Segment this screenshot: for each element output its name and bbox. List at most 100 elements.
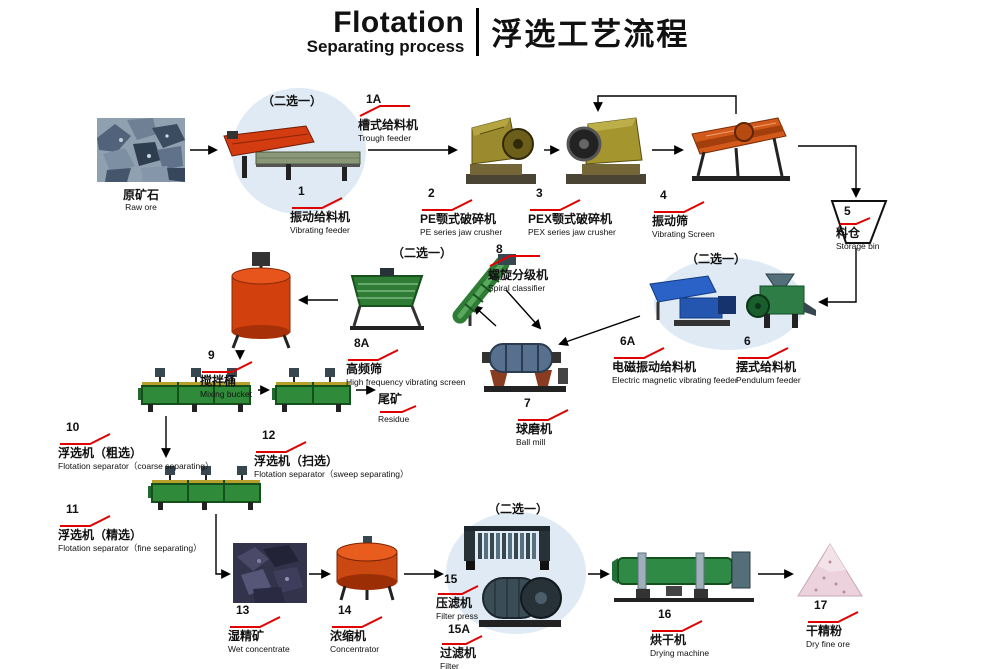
spiral-classifier-graphic <box>446 252 520 328</box>
filter-press-graphic <box>462 524 552 572</box>
label-raw-ore: 原矿石 Raw ore <box>97 188 185 213</box>
label-pe-jaw-crusher: 2 PE颚式破碎机 PE series jaw crusher <box>420 186 502 237</box>
node-number: 4 <box>660 188 667 202</box>
label-concentrator: 14 浓缩机 Concentrator <box>330 603 384 654</box>
leader-line <box>614 347 665 360</box>
node-number: 6 <box>744 334 751 348</box>
title-zh: 浮选工艺流程 <box>491 17 690 53</box>
dry-fine-ore-graphic <box>796 542 864 598</box>
node-name-zh: 搅拌桶 <box>200 374 237 389</box>
node-number: 6A <box>620 334 636 348</box>
node-name-zh: 浮选机（粗选） <box>58 446 143 461</box>
page-header: Flotation Separating process 浮选工艺流程 <box>0 6 996 57</box>
choice-label: （二选一） <box>686 252 747 266</box>
node-number: 10 <box>66 420 80 434</box>
node-name-en: Wet concentrate <box>228 643 290 654</box>
node-number: 7 <box>524 396 531 410</box>
node-name-en: Flotation separator（fine separating） <box>58 542 202 553</box>
high-freq-screen-graphic <box>342 264 432 332</box>
node-number: 8 <box>496 242 503 256</box>
leader-line <box>230 616 281 629</box>
node-name-zh: 浮选机（精选） <box>58 528 143 543</box>
node-name-zh: 料仓 <box>836 226 861 241</box>
node-name-zh: 过滤机 <box>440 646 477 661</box>
leader-line <box>438 585 479 596</box>
node-name-en: Vibrating feeder <box>290 224 350 235</box>
node-name-zh: PEX颚式破碎机 <box>528 212 613 227</box>
leader-line <box>738 347 789 360</box>
concentrator-graphic <box>333 536 401 602</box>
pendulum-feeder-graphic <box>744 272 816 332</box>
node-name-zh: 湿精矿 <box>228 629 265 644</box>
flotation-coarse-graphic <box>138 362 256 414</box>
node-name-en: Flotation separator（sweep separating） <box>254 468 409 479</box>
label-flotation-fine: 11 浮选机（精选） Flotation separator（fine sepa… <box>58 502 202 553</box>
node-name-zh: 高频筛 <box>346 362 383 377</box>
leader-line <box>60 515 111 528</box>
label-flotation-coarse: 10 浮选机（粗选） Flotation separator（coarse se… <box>58 420 213 471</box>
node-name-zh: 球磨机 <box>516 422 553 437</box>
storage-bin-graphic <box>826 198 890 246</box>
label-drying-machine: 16 烘干机 Drying machine <box>650 607 709 658</box>
drying-machine-graphic <box>612 538 756 606</box>
choice-label: （二选一） <box>488 502 549 516</box>
node-name-en: Raw ore <box>125 202 157 213</box>
node-name-zh: 槽式给料机 <box>358 118 419 133</box>
node-name-en: PE series jaw crusher <box>420 226 503 237</box>
leader-line <box>808 611 859 624</box>
node-number: 13 <box>236 603 250 617</box>
mixing-bucket-graphic <box>226 250 296 350</box>
node-name-en: PEX series jaw crusher <box>528 226 616 237</box>
leader-line <box>202 361 253 374</box>
node-number: 3 <box>536 186 543 200</box>
node-number: 17 <box>814 598 828 612</box>
raw-ore-photo <box>97 118 185 182</box>
leader-line <box>652 620 703 633</box>
node-name-en: Filter <box>440 660 459 669</box>
node-name-en: Ball mill <box>516 436 546 447</box>
label-pendulum-feeder: 6 摆式给料机 Pendulum feeder <box>736 334 801 385</box>
node-name-zh: 振动给料机 <box>290 210 351 225</box>
wet-concentrate-photo <box>233 543 307 603</box>
node-number: 8A <box>354 336 370 350</box>
node-number: 1 <box>298 184 305 198</box>
node-name-en: Filter press <box>436 610 479 621</box>
label-vibrating-feeder: 1 振动给料机 Vibrating feeder <box>290 184 350 235</box>
label-residue: 尾矿 Residue <box>378 392 418 425</box>
node-number: 12 <box>262 428 276 442</box>
feeder-group-graphic <box>222 122 364 184</box>
node-name-en: Vibrating Screen <box>652 228 715 239</box>
subtitle-en: Separating process <box>306 37 465 56</box>
filter-drum-graphic <box>477 572 565 632</box>
node-name-en: Spiral classifier <box>488 282 546 293</box>
node-name-zh: 浮选机（扫选） <box>254 454 339 469</box>
vibrating-screen-graphic <box>686 112 796 184</box>
em-vibrating-feeder-graphic <box>646 274 740 332</box>
node-number: 15A <box>448 622 471 636</box>
node-name-en: Residue <box>378 414 410 425</box>
node-name-zh: 烘干机 <box>650 633 687 648</box>
node-number: 1A <box>366 92 382 106</box>
leader-line <box>518 409 569 422</box>
ball-mill-graphic <box>482 328 568 394</box>
node-name-en: Pendulum feeder <box>736 374 801 385</box>
node-number: 16 <box>658 607 672 621</box>
label-flotation-sweep: 12 浮选机（扫选） Flotation separator（sweep sep… <box>254 428 409 479</box>
node-name-zh: 原矿石 <box>122 188 159 202</box>
label-mixing-bucket: 9 搅拌桶 Mixing bucket <box>200 348 254 399</box>
node-name-en: Trough feeder <box>358 132 412 143</box>
leader-line <box>256 441 307 454</box>
node-number: 15 <box>444 572 458 586</box>
flotation-fine-graphic <box>148 460 266 512</box>
node-number: 14 <box>338 603 352 617</box>
header-english: Flotation Separating process <box>307 6 465 57</box>
node-name-en: High frequency vibrating screen <box>346 376 466 387</box>
node-name-zh: 螺旋分级机 <box>488 268 549 283</box>
node-number: 2 <box>428 186 435 200</box>
node-name-en: Electric magnetic vibrating feeder <box>612 374 738 385</box>
label-storage-bin: 5 料仓 Storage bin <box>836 204 879 251</box>
pe-jaw-crusher-graphic <box>460 114 540 190</box>
choice-label: （二选一） <box>262 94 323 108</box>
label-dry-fine-ore: 17 干精粉 Dry fine ore <box>806 598 860 649</box>
